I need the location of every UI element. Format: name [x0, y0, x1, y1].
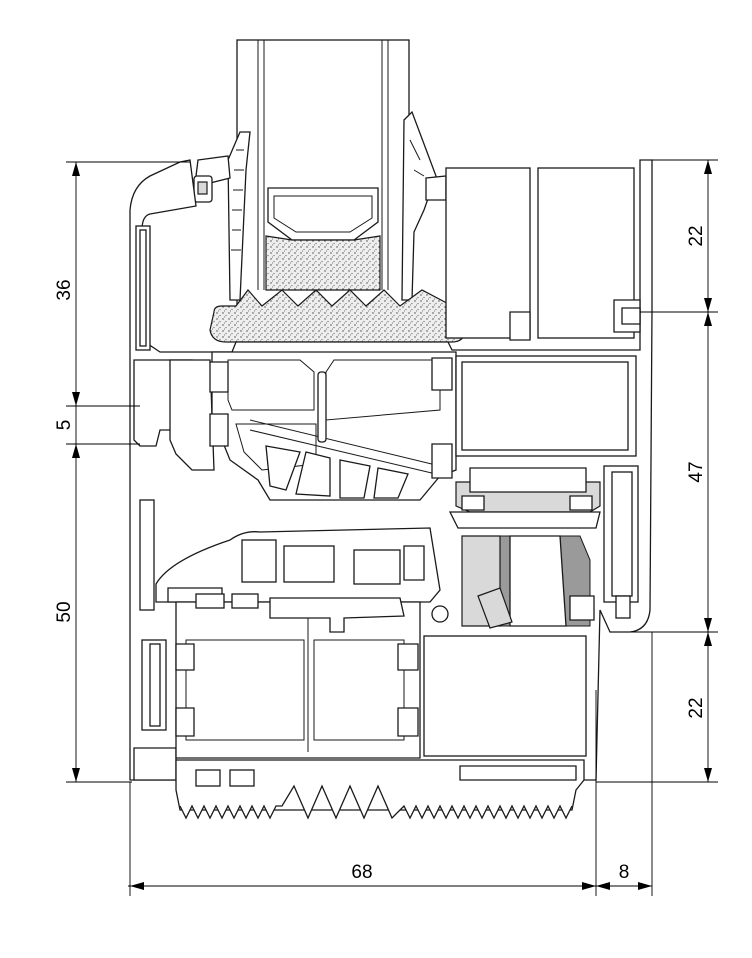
dimension-lines [66, 159, 718, 896]
frame-right-upper-chambers [445, 167, 641, 341]
dim-left-bottom: 50 [54, 601, 75, 622]
glazing-bead-gasket-left [193, 131, 251, 301]
dim-left-top: 36 [54, 279, 75, 300]
frame-left-chambers [133, 225, 215, 781]
glazing-bead-gasket-right [401, 110, 447, 301]
frame-right-middle-chambers [448, 355, 639, 603]
dim-left-middle: 5 [54, 420, 75, 431]
frame-gaskets-lower [175, 643, 419, 737]
dim-bottom-small: 8 [619, 862, 630, 883]
frame-profile-lower [175, 593, 587, 759]
locking-hardware [461, 535, 631, 629]
glazing-unit [236, 39, 410, 311]
dim-right-bottom: 22 [686, 697, 707, 718]
sash-profile-upper [211, 351, 457, 501]
thermal-break-zone [155, 527, 441, 603]
dim-bottom-main: 68 [351, 862, 372, 883]
dim-right-top: 22 [686, 225, 707, 246]
dim-right-middle: 47 [686, 461, 707, 482]
bottom-sill-profile [175, 759, 585, 820]
sash-gaskets-upper [209, 357, 453, 479]
